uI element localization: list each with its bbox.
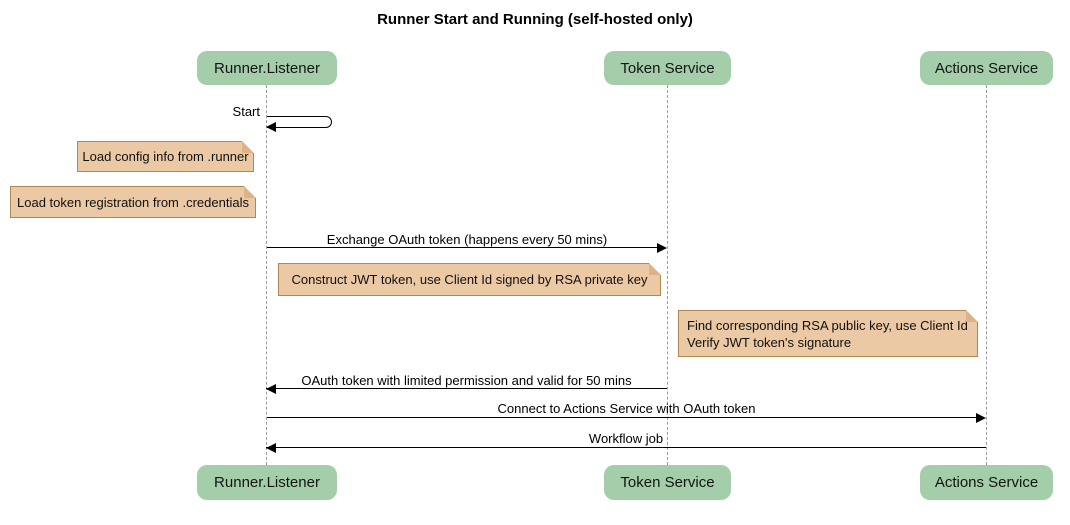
message-line-connect-actions (267, 417, 979, 418)
note-verify-jwt-line1: Find corresponding RSA public key, use C… (687, 317, 968, 333)
message-label-exchange-oauth: Exchange OAuth token (happens every 50 m… (326, 232, 608, 247)
participant-top-runner-listener: Runner.Listener (197, 51, 337, 85)
participant-top-token-service: Token Service (604, 51, 731, 85)
message-line-oauth-token-return (266, 388, 667, 389)
note-verify-jwt-line2: Verify JWT token's signature (687, 334, 852, 350)
lifeline-token-service (667, 85, 668, 465)
message-label-oauth-token-return: OAuth token with limited permission and … (301, 373, 632, 388)
note-construct-jwt: Construct JWT token, use Client Id signe… (278, 263, 661, 296)
self-message-arrow-start (267, 116, 332, 128)
message-line-workflow-job (266, 447, 986, 448)
arrowhead-right-icon (657, 243, 667, 253)
arrowhead-left-icon (266, 443, 276, 453)
diagram-title: Runner Start and Running (self-hosted on… (377, 11, 693, 28)
note-load-token-registration: Load token registration from .credential… (10, 186, 256, 218)
message-label-start: Start (232, 104, 260, 119)
arrowhead-left-icon (266, 384, 276, 394)
message-label-connect-actions: Connect to Actions Service with OAuth to… (497, 401, 756, 416)
lifeline-actions-service (986, 85, 987, 465)
participant-bottom-token-service: Token Service (604, 465, 731, 500)
participant-bottom-runner-listener: Runner.Listener (197, 465, 337, 500)
message-label-workflow-job: Workflow job (588, 431, 664, 446)
message-line-exchange-oauth (267, 247, 660, 248)
note-verify-jwt: Find corresponding RSA public key, use C… (678, 310, 978, 357)
note-load-config: Load config info from .runner (77, 141, 254, 172)
participant-bottom-actions-service: Actions Service (920, 465, 1053, 500)
arrowhead-left-icon (266, 122, 276, 132)
participant-top-actions-service: Actions Service (920, 51, 1053, 85)
lifeline-runner-listener (266, 85, 267, 465)
arrowhead-right-icon (976, 413, 986, 423)
